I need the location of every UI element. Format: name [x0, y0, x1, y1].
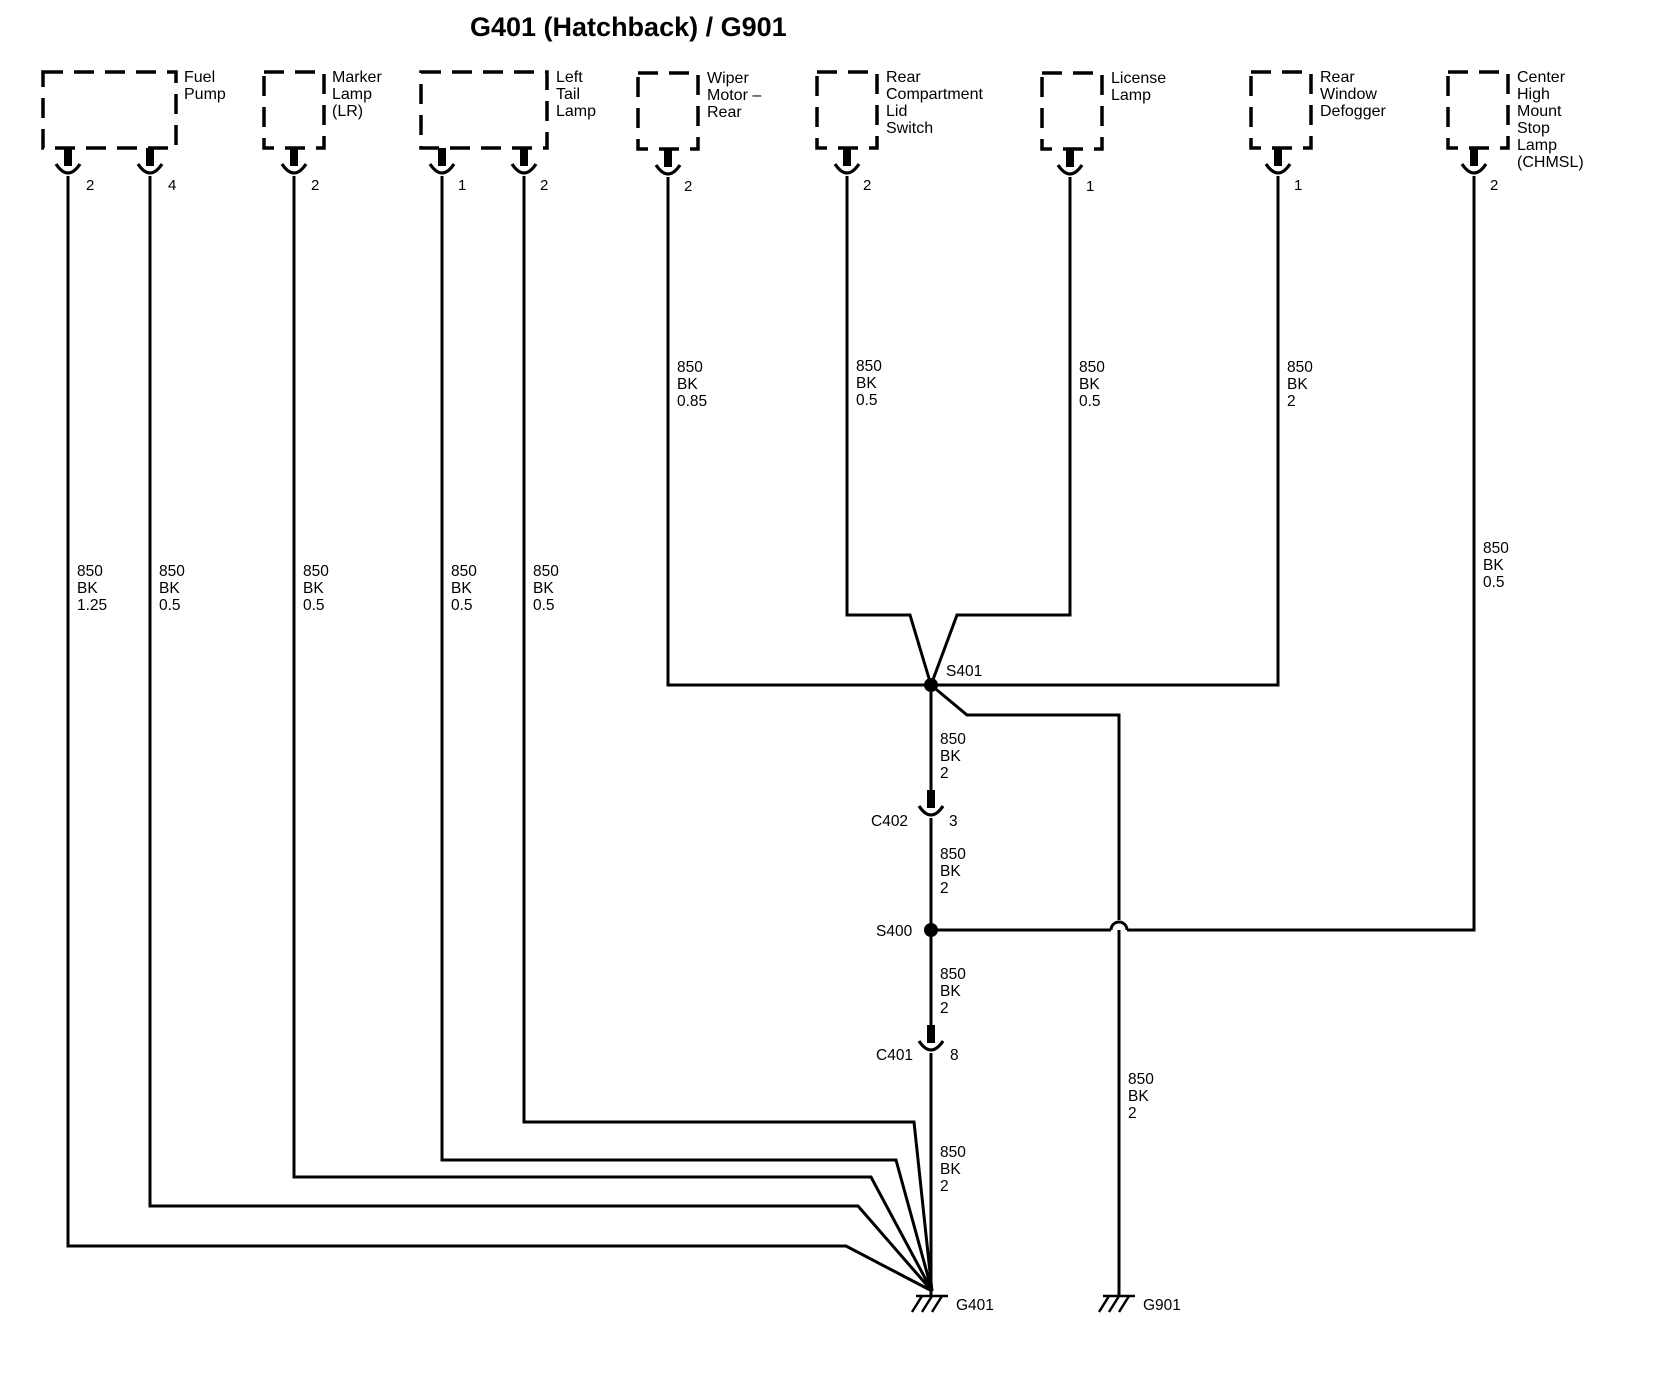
chmsl-box	[1446, 70, 1510, 150]
defogger-pin1-terminal	[1264, 148, 1292, 175]
pin-number: 2	[540, 177, 548, 194]
tail-lamp-box	[419, 70, 549, 150]
g901-label: G901	[1143, 1297, 1181, 1314]
tail-lamp-label: Left Tail Lamp	[556, 69, 596, 120]
lid-switch-box	[815, 70, 879, 150]
wire-tail-lamp-pin1	[440, 176, 934, 1292]
c401-terminal	[917, 1025, 945, 1052]
pin-number: 2	[311, 177, 319, 194]
wire-s400-to-chmsl-right	[1127, 176, 1476, 932]
fuel-pump-pin2-terminal	[54, 148, 82, 175]
wire-label: 850 BK 0.5	[856, 358, 886, 409]
wiper-motor-pin2-terminal	[654, 149, 682, 176]
s401-splice	[924, 678, 938, 692]
marker-lamp-box	[262, 70, 326, 150]
diagram-title: G401 (Hatchback) / G901	[470, 12, 787, 42]
wire-label: 850 BK 0.5	[1483, 540, 1513, 591]
g901-ground-icon	[1097, 1294, 1135, 1313]
license-lamp-pin1-terminal	[1056, 149, 1084, 176]
wire-label: 850 BK 0.5	[303, 563, 333, 614]
wire-label: 850 BK 0.85	[677, 359, 707, 410]
pin-number: 2	[1490, 177, 1498, 194]
c401-label: C401	[876, 1047, 913, 1064]
wire-fuel-pump-pin2	[66, 176, 933, 1293]
wire-label: 850 BK 0.5	[159, 563, 189, 614]
s400-label: S400	[876, 923, 913, 940]
wiper-motor-box	[636, 71, 700, 151]
s400-splice	[924, 923, 938, 937]
wiper-motor-label: Wiper Motor – Rear	[707, 70, 766, 121]
fuel-pump-label: Fuel Pump	[184, 69, 226, 103]
wire-wiper-motor	[666, 177, 931, 687]
chmsl-pin2-terminal	[1460, 148, 1488, 175]
wire-label: 850 BK 2	[940, 731, 970, 782]
wire-label: 850 BK 0.5	[1079, 359, 1109, 410]
wire-label: 850 BK 0.5	[533, 563, 563, 614]
c402-label: C402	[871, 813, 908, 830]
wire-tail-lamp-pin2	[522, 176, 934, 1292]
marker-lamp-pin2-terminal	[280, 148, 308, 175]
pin-number: 1	[1086, 178, 1094, 195]
license-lamp-box	[1040, 71, 1104, 151]
wire-label: 850 BK 2	[1128, 1071, 1158, 1122]
wire-label: 850 BK 2	[1287, 359, 1317, 410]
wire-label: 850 BK 2	[940, 1144, 970, 1195]
wire-label: 850 BK 2	[940, 846, 970, 897]
wire-label: 850 BK 0.5	[451, 563, 481, 614]
c401-pin-label: 8	[950, 1047, 959, 1064]
tail-lamp-pin2-terminal	[510, 148, 538, 175]
wire-crossover-hop	[1109, 920, 1129, 931]
defogger-label: Rear Window Defogger	[1320, 69, 1386, 120]
license-lamp-label: License Lamp	[1111, 70, 1171, 104]
fuel-pump-pin4-terminal	[136, 148, 164, 175]
wire-marker-lamp	[292, 176, 934, 1292]
c402-terminal	[917, 790, 945, 817]
lid-switch-pin2-terminal	[833, 148, 861, 175]
pin-number: 2	[863, 177, 871, 194]
s401-label: S401	[946, 663, 982, 680]
g401-ground-icon	[910, 1294, 948, 1313]
defogger-box	[1249, 70, 1313, 150]
pin-number: 2	[684, 178, 692, 195]
wire-label: 850 BK 1.25	[77, 563, 107, 614]
g401-label: G401	[956, 1297, 994, 1314]
lid-switch-label: Rear Compartment Lid Switch	[886, 69, 987, 137]
wire-license-lamp	[929, 177, 1072, 686]
tail-lamp-pin1-terminal	[428, 148, 456, 175]
fuel-pump-box	[41, 70, 178, 150]
marker-lamp-label: Marker Lamp (LR)	[332, 69, 386, 120]
wire-label: 850 BK 2	[940, 966, 970, 1017]
wire-fuel-pump-pin4	[148, 176, 934, 1292]
wire-defogger	[931, 176, 1280, 687]
pin-number: 2	[86, 177, 94, 194]
wire-s401-to-g901	[930, 683, 1121, 920]
pin-number: 1	[1294, 177, 1302, 194]
chmsl-label: Center High Mount Stop Lamp (CHMSL)	[1517, 69, 1584, 171]
c402-pin-label: 3	[949, 813, 958, 830]
pin-number: 1	[458, 177, 466, 194]
pin-number: 4	[168, 177, 176, 194]
wire-lid-switch	[845, 176, 933, 686]
